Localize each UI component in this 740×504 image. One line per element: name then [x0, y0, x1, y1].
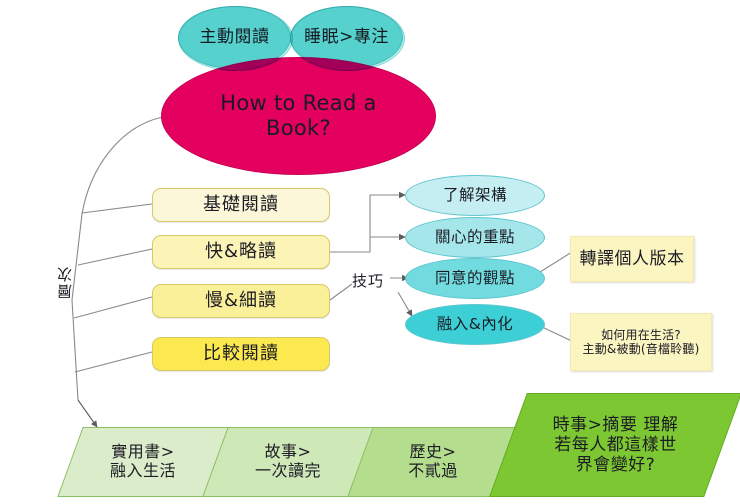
- application-line-1: 故事>: [264, 442, 312, 462]
- application-history[interactable]: 歷史> 不貳過: [347, 427, 519, 497]
- central-topic-how-to-read-a-book[interactable]: How to Read a Book?: [161, 57, 436, 175]
- skill-label: 關心的重點: [434, 228, 515, 247]
- skill-ellipse-understand-structure[interactable]: 了解架構: [405, 175, 545, 216]
- note-personal-version[interactable]: 轉譯個人版本: [570, 236, 694, 282]
- skill-ellipse-agreed-viewpoints[interactable]: 同意的觀點: [405, 258, 545, 299]
- overlap-blend-right: [290, 6, 405, 71]
- application-line-2: 不貳過: [408, 461, 458, 480]
- skill-label: 融入&內化: [436, 315, 514, 334]
- central-title-line-1: How to Read a: [220, 91, 377, 116]
- note-how-to-apply-in-life[interactable]: 如何用在生活? 主動&被動(音檔聆聽): [570, 313, 712, 371]
- application-line-1: 歷史>: [409, 442, 457, 462]
- edge-label-skills: 技巧: [352, 272, 385, 290]
- central-title-line-2: Book?: [266, 116, 331, 140]
- overlap-blend-left: [178, 6, 293, 71]
- application-stories[interactable]: 故事> 一次讀完: [202, 427, 374, 497]
- application-line-1: 實用書>: [111, 442, 175, 462]
- application-practical-books[interactable]: 實用書> 融入生活: [57, 427, 229, 497]
- level-label: 慢&細讀: [204, 290, 278, 312]
- level-box-comparative-reading[interactable]: 比較閱讀: [152, 337, 330, 371]
- application-line-2: 一次讀完: [254, 461, 321, 480]
- conclusion-line-1: 時事>摘要 理解: [552, 414, 679, 435]
- conclusion-current-affairs[interactable]: 時事>摘要 理解 若每人都這樣世 界會變好?: [489, 393, 740, 497]
- level-label: 快&略讀: [204, 241, 278, 263]
- level-box-slow-detailed-reading[interactable]: 慢&細讀: [152, 284, 330, 318]
- level-label: 比較閱讀: [203, 343, 279, 365]
- note-line-1: 如何用在生活?: [601, 327, 681, 342]
- level-box-fast-skim-reading[interactable]: 快&略讀: [152, 235, 330, 269]
- edge-label-levels: 層次: [56, 265, 74, 299]
- conclusion-line-3: 界會變好?: [575, 455, 656, 476]
- note-line-2: 主動&被動(音檔聆聽): [582, 342, 700, 356]
- level-label: 基礎閱讀: [203, 194, 279, 216]
- level-box-basic-reading[interactable]: 基礎閱讀: [152, 188, 330, 222]
- skill-label: 同意的觀點: [434, 269, 515, 288]
- application-line-2: 融入生活: [109, 461, 176, 480]
- skill-ellipse-integrate-internalize[interactable]: 融入&內化: [405, 304, 545, 345]
- skill-label: 了解架構: [442, 186, 507, 205]
- skill-ellipse-key-points-of-interest[interactable]: 關心的重點: [405, 217, 545, 258]
- conclusion-line-2: 若每人都這樣世: [554, 434, 677, 455]
- note-line-1: 轉譯個人版本: [579, 248, 685, 269]
